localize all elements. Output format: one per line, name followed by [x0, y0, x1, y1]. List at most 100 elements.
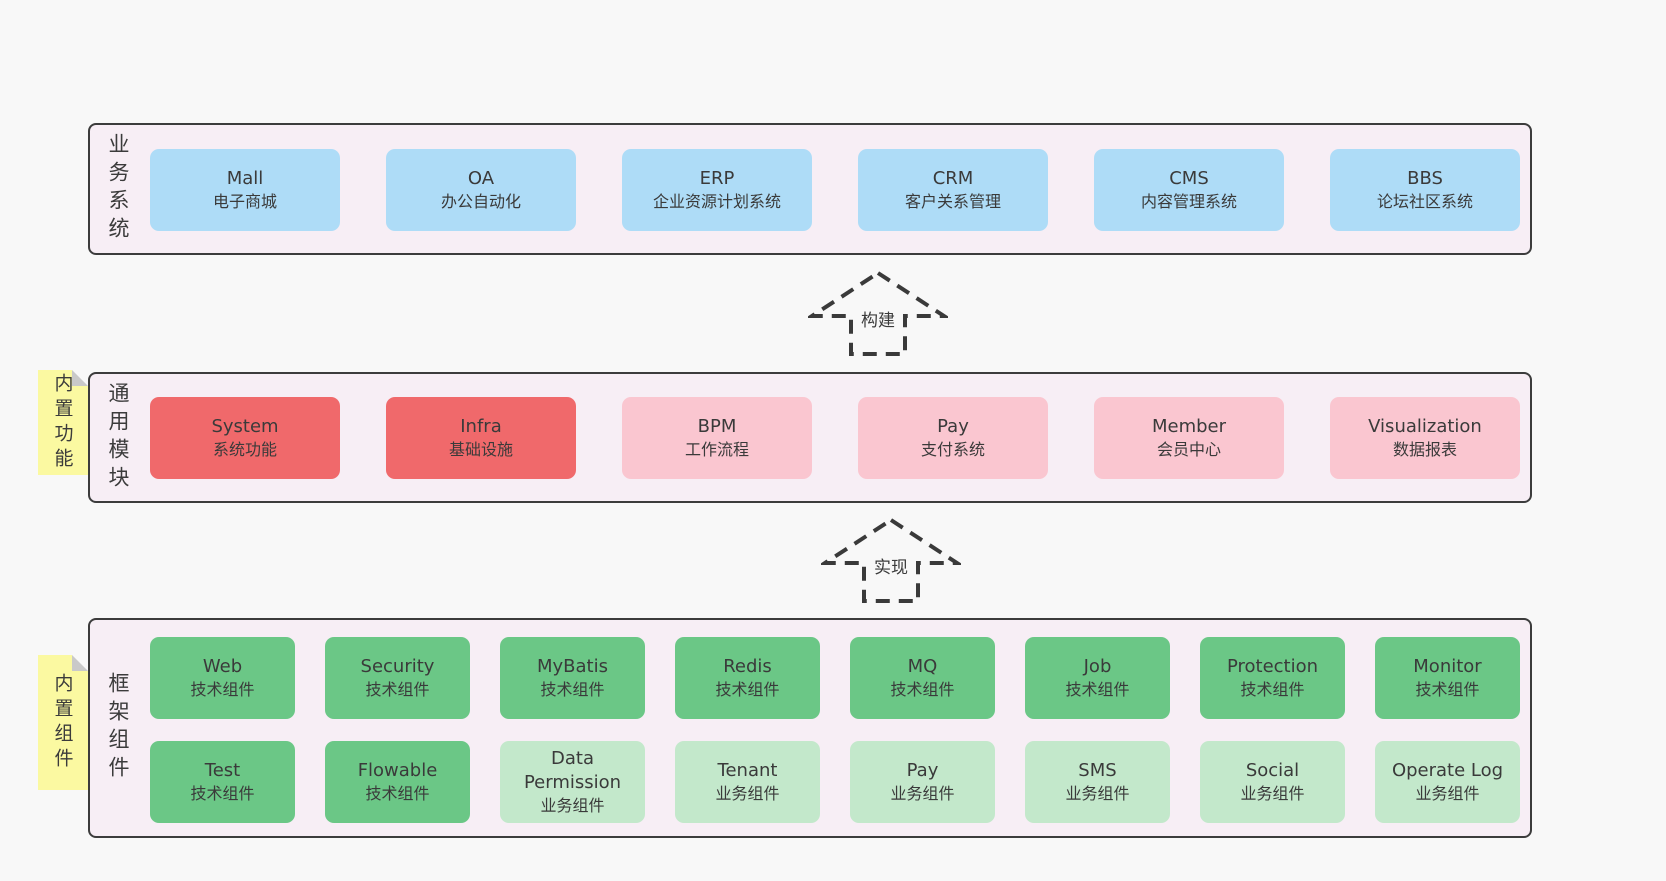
box-title: ERP	[699, 167, 735, 189]
layer-label-business-systems: 业务系统	[106, 133, 130, 245]
box-title: Visualization	[1368, 415, 1482, 437]
sticky-note-builtin-components: 内置组件	[38, 655, 88, 790]
box-subtitle: 技术组件	[1240, 680, 1305, 700]
arrow-label-build: 构建	[858, 306, 898, 331]
box-subtitle: 技术组件	[1415, 680, 1480, 700]
box-subtitle: 客户关系管理	[904, 192, 1001, 212]
box-title: Job	[1083, 655, 1112, 677]
box-title: Test	[204, 759, 241, 781]
box-subtitle: 技术组件	[365, 784, 430, 804]
box-security: Security 技术组件	[325, 637, 470, 719]
box-subtitle: 业务组件	[1240, 784, 1305, 804]
box-visualization: Visualization 数据报表	[1330, 397, 1520, 479]
layer-common-modules: 通用模块 System 系统功能 Infra 基础设施 BPM 工作流程 Pay…	[88, 372, 1532, 503]
box-subtitle: 业务组件	[540, 795, 605, 815]
box-title: MQ	[907, 655, 938, 677]
box-title: BPM	[697, 415, 737, 437]
box-subtitle: 基础设施	[448, 440, 513, 460]
layer-label-framework-components: 框架组件	[106, 672, 130, 784]
box-subtitle: 业务组件	[1065, 784, 1130, 804]
box-pay-component: Pay 业务组件	[850, 741, 995, 823]
box-title: Redis	[723, 655, 772, 677]
box-title: CRM	[932, 167, 974, 189]
box-title: Tenant	[717, 759, 778, 781]
dashed-up-arrow-icon	[821, 517, 961, 603]
box-member: Member 会员中心	[1094, 397, 1284, 479]
box-oa: OA 办公自动化	[386, 149, 576, 231]
box-data-permission: Data Permission 业务组件	[500, 741, 645, 823]
box-pay-system: Pay 支付系统	[858, 397, 1048, 479]
arrow-implement: 实现	[821, 516, 961, 604]
framework-box-row-1: Web 技术组件 Security 技术组件 MyBatis 技术组件 Redi…	[150, 637, 1520, 719]
layer-framework-components: 框架组件 Web 技术组件 Security 技术组件 MyBatis 技术组件…	[88, 618, 1532, 838]
layer-label-common-modules: 通用模块	[106, 381, 130, 494]
box-subtitle: 论坛社区系统	[1376, 192, 1473, 212]
box-subtitle: 工作流程	[684, 440, 749, 460]
box-subtitle: 业务组件	[715, 784, 780, 804]
box-title: BBS	[1407, 167, 1443, 189]
box-subtitle: 技术组件	[190, 784, 255, 804]
sticky-note-text: 内置功能	[51, 372, 74, 473]
box-title: SMS	[1078, 759, 1117, 781]
box-crm: CRM 客户关系管理	[858, 149, 1048, 231]
sticky-note-builtin-features: 内置功能	[38, 370, 88, 475]
box-flowable: Flowable 技术组件	[325, 741, 470, 823]
dashed-up-arrow-icon	[808, 270, 948, 356]
arrow-build: 构建	[808, 269, 948, 357]
box-subtitle: 办公自动化	[440, 192, 521, 212]
box-title: OA	[467, 167, 495, 189]
box-subtitle: 数据报表	[1392, 440, 1457, 460]
box-subtitle: 技术组件	[540, 680, 605, 700]
box-title: Member	[1151, 415, 1227, 437]
box-subtitle: 技术组件	[190, 680, 255, 700]
box-social: Social 业务组件	[1200, 741, 1345, 823]
box-web: Web 技术组件	[150, 637, 295, 719]
box-title: Security	[360, 655, 435, 677]
box-infra: Infra 基础设施	[386, 397, 576, 479]
box-subtitle: 业务组件	[1415, 784, 1480, 804]
box-bbs: BBS 论坛社区系统	[1330, 149, 1520, 231]
box-title: Web	[202, 655, 243, 677]
business-box-row: Mall 电子商城 OA 办公自动化 ERP 企业资源计划系统 CRM 客户关系…	[150, 149, 1520, 231]
box-operate-log: Operate Log 业务组件	[1375, 741, 1520, 823]
box-bpm: BPM 工作流程	[622, 397, 812, 479]
box-protection: Protection 技术组件	[1200, 637, 1345, 719]
box-subtitle: 技术组件	[890, 680, 955, 700]
box-title: Mall	[226, 167, 264, 189]
box-redis: Redis 技术组件	[675, 637, 820, 719]
layer-business-systems: 业务系统 Mall 电子商城 OA 办公自动化 ERP 企业资源计划系统 CRM…	[88, 123, 1532, 255]
box-title: Operate Log	[1391, 759, 1504, 781]
box-sms: SMS 业务组件	[1025, 741, 1170, 823]
box-subtitle: 技术组件	[365, 680, 430, 700]
box-title: Flowable	[357, 759, 438, 781]
box-subtitle: 技术组件	[715, 680, 780, 700]
box-test: Test 技术组件	[150, 741, 295, 823]
box-title: MyBatis	[537, 655, 608, 677]
module-box-row: System 系统功能 Infra 基础设施 BPM 工作流程 Pay 支付系统…	[150, 397, 1520, 479]
box-subtitle: 电子商城	[212, 192, 277, 212]
box-tenant: Tenant 业务组件	[675, 741, 820, 823]
box-system: System 系统功能	[150, 397, 340, 479]
framework-box-row-2: Test 技术组件 Flowable 技术组件 Data Permission …	[150, 741, 1520, 823]
box-title: CMS	[1169, 167, 1209, 189]
box-mall: Mall 电子商城	[150, 149, 340, 231]
box-title: Pay	[906, 759, 939, 781]
box-monitor: Monitor 技术组件	[1375, 637, 1520, 719]
box-title: Data Permission	[523, 748, 622, 793]
box-title: Social	[1245, 759, 1300, 781]
box-subtitle: 支付系统	[920, 440, 985, 460]
arrow-label-implement: 实现	[871, 553, 911, 578]
box-mq: MQ 技术组件	[850, 637, 995, 719]
box-subtitle: 企业资源计划系统	[652, 192, 781, 212]
box-subtitle: 业务组件	[890, 784, 955, 804]
box-erp: ERP 企业资源计划系统	[622, 149, 812, 231]
box-title: Monitor	[1413, 655, 1482, 677]
box-cms: CMS 内容管理系统	[1094, 149, 1284, 231]
box-mybatis: MyBatis 技术组件	[500, 637, 645, 719]
box-subtitle: 会员中心	[1156, 440, 1221, 460]
box-subtitle: 技术组件	[1065, 680, 1130, 700]
box-title: Protection	[1226, 655, 1319, 677]
box-title: Pay	[937, 415, 969, 437]
box-title: System	[211, 415, 279, 437]
